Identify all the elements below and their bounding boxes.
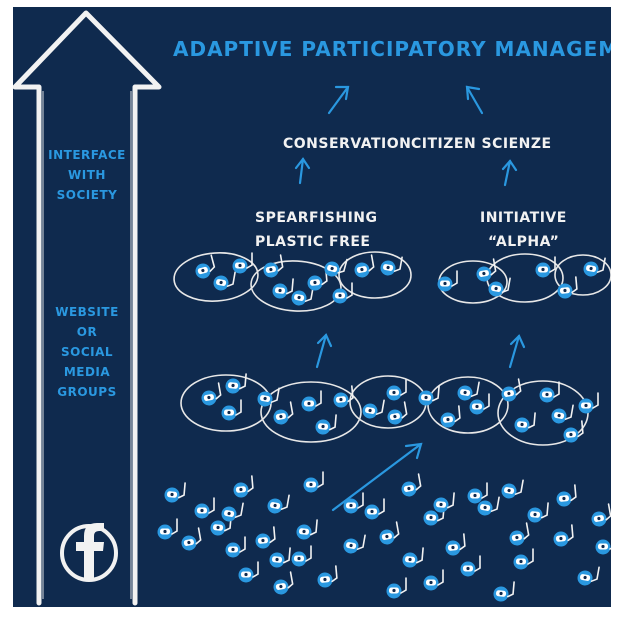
diver-icon [578, 392, 599, 414]
diver-icon [291, 545, 312, 567]
diver-icon [263, 254, 284, 278]
diver-icon [201, 382, 222, 406]
diver-icon [551, 404, 574, 424]
diver-icon [343, 492, 364, 514]
diver-icon [556, 484, 577, 507]
diver-icon [221, 399, 242, 421]
label-spearfishing: SPEARFISHING [255, 210, 378, 226]
diagram-drawing [13, 10, 611, 606]
diver-icon [402, 547, 424, 568]
diver-icon [387, 401, 408, 425]
diver-icon [362, 399, 385, 419]
diver-icon [501, 479, 524, 499]
diver-icon [437, 270, 458, 292]
diver-icon [343, 534, 366, 554]
diver-icon [181, 527, 202, 551]
diver-icon [418, 385, 440, 406]
diver-icon [317, 565, 338, 588]
diver-icon [557, 276, 578, 299]
diver-icon [477, 496, 500, 516]
diver-icon [583, 257, 606, 277]
diver-icon [476, 258, 497, 282]
diver-icon [577, 566, 600, 586]
diver-icon [595, 539, 611, 555]
diver-icon [433, 492, 455, 513]
diver-icon [460, 555, 481, 577]
page-title: ADAPTIVE PARTICIPATORY MANAGEMENT [173, 37, 611, 61]
label-website-or-social-media: WEBSITE OR SOCIAL MEDIA GROUPS [55, 305, 119, 399]
diver-icon [591, 503, 611, 527]
diver-icon [563, 420, 584, 443]
diver-icon [488, 277, 511, 297]
diver-icon [194, 497, 215, 519]
diver-icon [315, 414, 337, 435]
diver-icon [379, 521, 400, 545]
diver-icon [272, 278, 294, 299]
diver-icon [307, 268, 328, 291]
diver-icon [513, 548, 534, 570]
diver-icon [386, 379, 407, 401]
diver-icon [354, 254, 375, 278]
diver-icon [440, 405, 461, 428]
diver-icon [324, 258, 348, 277]
label-initiative: INITIATIVE [480, 210, 567, 226]
label-citizen-science: CITIZEN SCIENZE [411, 136, 552, 152]
diver-icon [553, 524, 574, 547]
diver-icon [238, 561, 259, 583]
diver-icon [257, 387, 280, 407]
diver-icon [423, 569, 444, 591]
diver-icon [386, 577, 407, 599]
diver-icon [423, 505, 445, 526]
diver-icon [195, 254, 216, 279]
diver-icon [291, 286, 314, 306]
infographic-board: ADAPTIVE PARTICIPATORY MANAGEMENT CONSER… [13, 7, 611, 607]
diver-icon [255, 526, 276, 549]
diver-icon [364, 498, 385, 520]
diver-icon [445, 533, 466, 556]
diver-icon [213, 271, 236, 291]
diver-icon [273, 401, 294, 425]
diver-icon [401, 473, 422, 497]
label-interface-with-society: INTERFACE WITH SOCIETY [48, 148, 126, 202]
diver-icon [539, 381, 560, 403]
diver-icon [332, 282, 353, 304]
diver-icon [273, 571, 294, 595]
diver-icon [535, 256, 556, 278]
diver-icon [469, 393, 490, 415]
label-conservation: CONSERVATION [283, 136, 412, 152]
diver-icon [467, 482, 488, 504]
up-arrow-icon [13, 10, 162, 606]
diver-icon [296, 519, 318, 540]
diver-icon [380, 256, 403, 276]
diver-icon [232, 252, 253, 274]
diver-icon [267, 494, 290, 514]
diver-icon [333, 385, 354, 408]
diver-icon [514, 412, 536, 433]
diver-icon [157, 518, 178, 540]
diver-icon [225, 373, 247, 394]
diver-icon [233, 475, 254, 498]
diver-icon [493, 581, 515, 602]
diver-icon [501, 378, 522, 402]
diver-icon [457, 381, 480, 401]
label-plastic-free: PLASTIC FREE [255, 234, 371, 250]
diver-icon [269, 547, 291, 568]
facebook-icon [60, 523, 118, 582]
diver-icon [225, 536, 246, 558]
diver-icon [301, 390, 322, 412]
diver-icon [221, 502, 244, 522]
label-alpha: “ALPHA” [488, 234, 560, 250]
diver-icon [527, 502, 549, 523]
flow-arrow-icon [294, 85, 526, 512]
diver-icon [210, 515, 232, 536]
diver-icon [303, 471, 324, 493]
diver-icon [509, 522, 530, 546]
diver-icon [164, 482, 186, 503]
